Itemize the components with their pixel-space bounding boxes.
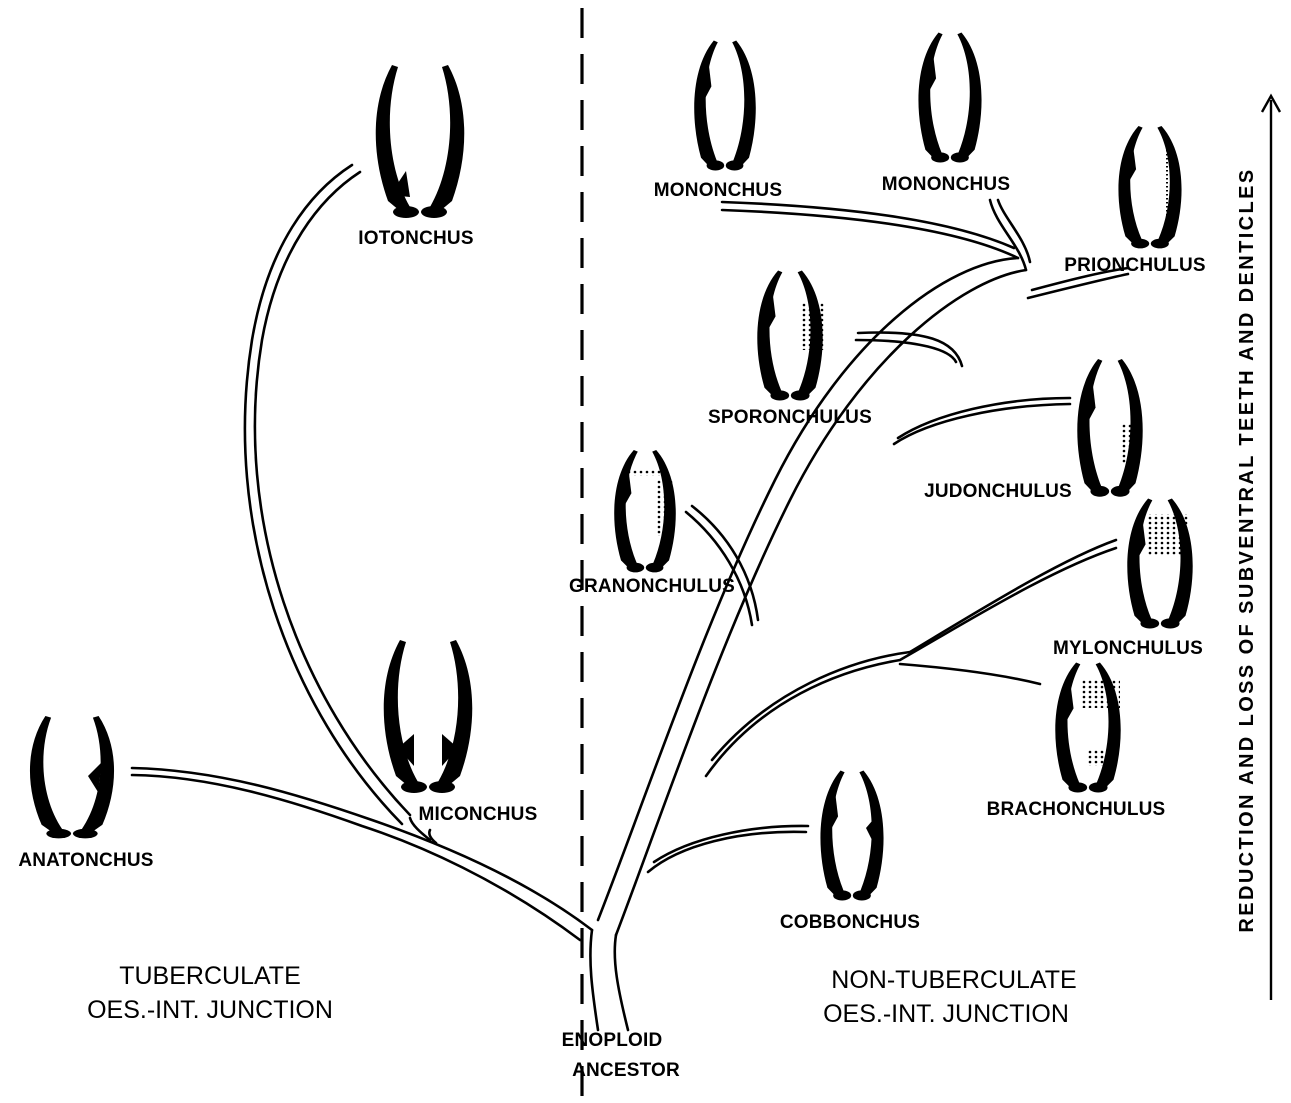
label-mononchus-right: MONONCHUS [882,174,1010,195]
miconchus-stoma-drawing [383,640,473,793]
cobbonchus-stoma-drawing [820,770,884,901]
label-root-line2: ANCESTOR [572,1060,680,1081]
mononchus-right-stoma-drawing [918,32,982,163]
mylonchulus-stoma-drawing [1127,498,1193,629]
label-root-line1: ENOPLOID [562,1030,663,1051]
label-miconchus: MICONCHUS [419,804,538,825]
label-sporonchulus: SPORONCHULUS [708,407,872,428]
label-granonchulus: GRANONCHULUS [569,576,735,597]
label-prionchulus: PRIONCHULUS [1064,255,1206,276]
prionchulus-stoma-drawing [1118,126,1182,249]
region-left-line1: TUBERCULATE [119,962,301,990]
region-right-line1: NON-TUBERCULATE [831,966,1076,994]
anatonchus-stoma-drawing [29,716,115,839]
axis-label-vertical: REDUCTION AND LOSS OF SUBVENTRAL TEETH A… [1236,167,1258,932]
granonchulus-stoma-drawing [614,450,676,573]
tree-branches [130,163,1130,1032]
label-mononchus-left: MONONCHUS [654,180,782,201]
label-judonchulus: JUDONCHULUS [924,481,1072,502]
sporonchulus-stoma-drawing [757,270,824,401]
judonchulus-stoma-drawing [1077,359,1143,497]
brachonchulus-stoma-drawing [1055,662,1121,793]
arrow-up-icon [1260,93,1282,1000]
label-anatonchus: ANATONCHUS [18,850,153,871]
label-mylonchulus: MYLONCHULUS [1053,638,1203,659]
mononchus-left-stoma-drawing [694,40,756,171]
region-left-line2: OES.-INT. JUNCTION [87,996,333,1024]
label-brachonchulus: BRACHONCHULUS [987,799,1166,820]
region-right-line2: OES.-INT. JUNCTION [823,1000,1069,1028]
label-cobbonchus: COBBONCHUS [780,912,920,933]
iotonchus-stoma-drawing [375,65,465,218]
label-iotonchus: IOTONCHUS [358,228,473,249]
